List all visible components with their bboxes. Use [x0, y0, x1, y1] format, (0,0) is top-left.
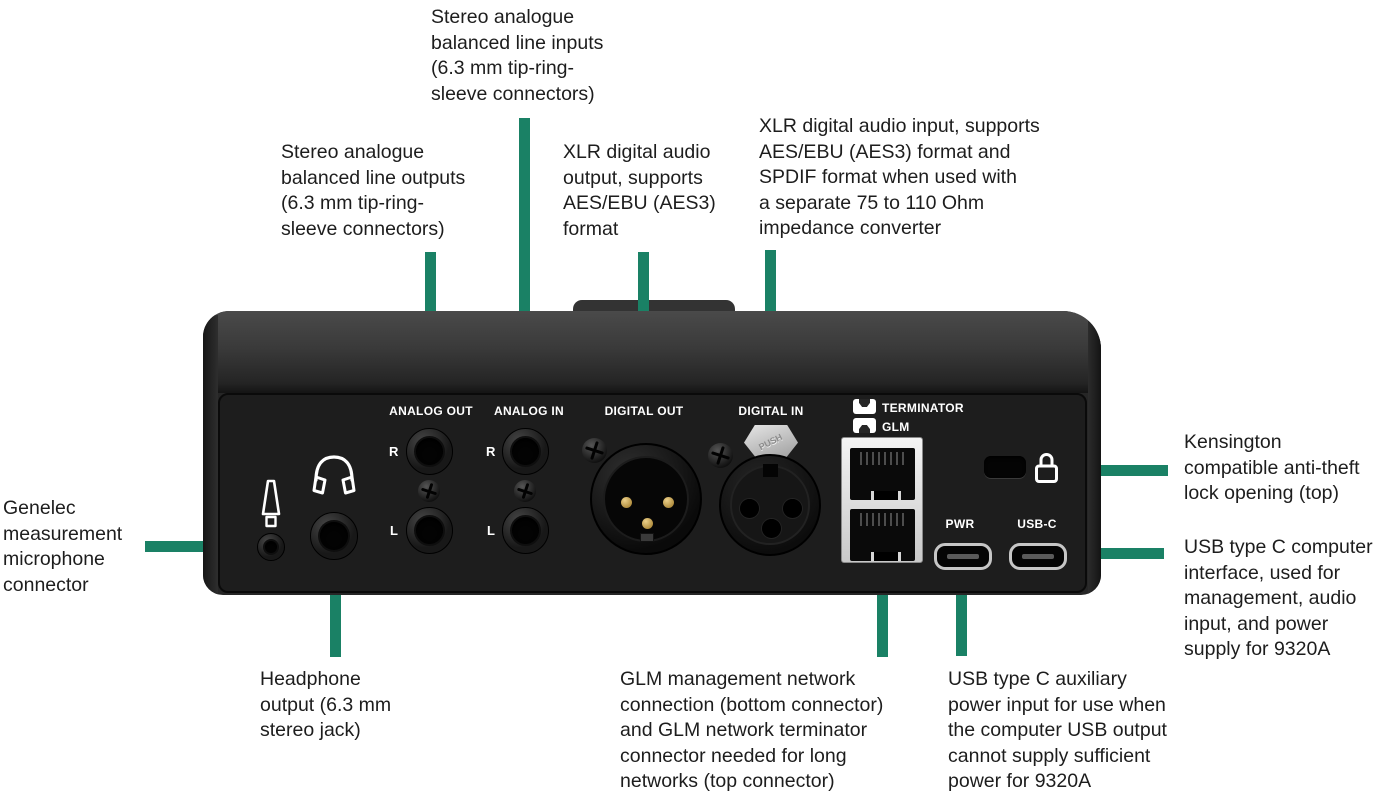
analog-out-label: ANALOG OUT — [389, 404, 473, 418]
callout-microphone: Genelec measurement microphone connector — [3, 497, 123, 596]
terminator-rj45-port — [850, 448, 915, 500]
analog-out-l-label: L — [390, 523, 398, 538]
digital-in-xlr-female — [719, 454, 821, 556]
xlr-push-latch: PUSH — [744, 425, 798, 459]
analog-out-l-jack — [406, 507, 453, 554]
measurement-mic-icon — [261, 479, 281, 528]
analog-in-r-jack — [502, 428, 549, 475]
analog-in-r-label: R — [486, 444, 496, 459]
pwr-label: PWR — [945, 517, 975, 531]
digital-out-xlr-male — [590, 443, 702, 555]
terminator-plug-icon — [853, 399, 876, 414]
callout-glm-network: GLM management network connection (botto… — [620, 668, 884, 792]
analog-out-r-jack — [406, 428, 453, 475]
device-top-bevel — [203, 311, 1101, 393]
callout-usb-computer: USB type C computer interface, used for … — [1184, 536, 1373, 660]
screw — [582, 438, 607, 463]
pwr-usbc-port — [934, 543, 992, 570]
analog-in-l-jack — [502, 507, 549, 554]
usbc-label: USB-C — [1017, 517, 1057, 531]
analog-in-l-label: L — [487, 523, 495, 538]
digital-in-label: DIGITAL IN — [738, 404, 804, 418]
callout-digital-in: XLR digital audio input, supports AES/EB… — [759, 115, 1040, 239]
callout-headphone: Headphone output (6.3 mm stereo jack) — [260, 668, 392, 741]
terminator-label: TERMINATOR — [882, 401, 964, 415]
glm-rj45-port — [850, 509, 915, 561]
analog-in-label: ANALOG IN — [493, 404, 565, 418]
callout-kensington: Kensington compatible anti-theft lock op… — [1184, 431, 1360, 504]
callout-line-outputs: Stereo analogue balanced line outputs (6… — [281, 141, 466, 240]
callout-line-inputs: Stereo analogue balanced line inputs (6.… — [431, 6, 604, 105]
callout-digital-out: XLR digital audio output, supports AES/E… — [563, 141, 716, 240]
mic-input-jack — [257, 533, 285, 561]
headphone-jack — [310, 512, 358, 560]
headphones-icon — [312, 455, 356, 495]
device-left-edge — [203, 315, 218, 595]
device-right-edge — [1088, 315, 1101, 595]
screw — [514, 480, 536, 502]
digital-out-label: DIGITAL OUT — [604, 404, 684, 418]
screw — [708, 443, 733, 468]
glm-label: GLM — [882, 420, 910, 434]
push-latch-label: PUSH — [757, 431, 785, 453]
lock-icon — [1035, 453, 1058, 483]
usbc-port — [1009, 543, 1067, 570]
analog-out-r-label: R — [389, 444, 399, 459]
kensington-lock-slot — [984, 456, 1026, 478]
glm-network-icon — [853, 418, 876, 433]
glm-network-connectors — [841, 437, 923, 563]
screw — [418, 480, 440, 502]
callout-usb-aux: USB type C auxiliary power input for use… — [948, 668, 1167, 792]
